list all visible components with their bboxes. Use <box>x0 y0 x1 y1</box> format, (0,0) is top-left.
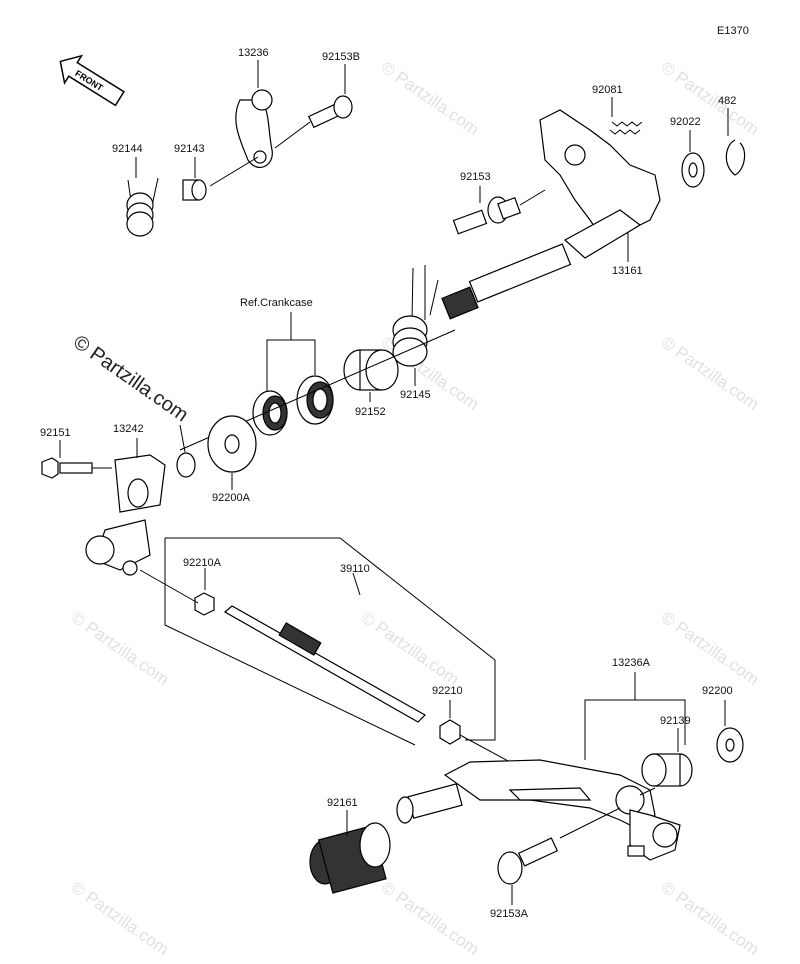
spring-92145 <box>392 265 439 367</box>
label-92153: 92153 <box>460 171 491 183</box>
tie-rod <box>223 605 426 723</box>
label-92151: 92151 <box>40 427 71 439</box>
label-92200A: 92200A <box>212 492 251 504</box>
shaft-13161 <box>441 109 661 320</box>
watermark: © Partzilla.com <box>658 333 763 414</box>
pedal-rubber-92161 <box>309 822 391 894</box>
diagram-code: E1370 <box>717 25 749 37</box>
pedal-13236A <box>443 759 681 861</box>
label-92161: 92161 <box>327 797 358 809</box>
label-92200: 92200 <box>702 685 733 697</box>
collar-92139 <box>641 753 693 787</box>
label-13236: 13236 <box>238 47 269 59</box>
spring-92081 <box>609 121 643 135</box>
bolt-92153A <box>497 837 559 885</box>
label-92022: 92022 <box>670 116 701 128</box>
bracket-13236A <box>584 699 686 760</box>
bolt-92153B <box>307 95 353 129</box>
label-92081: 92081 <box>592 84 623 96</box>
pedal-shaft <box>396 783 463 824</box>
label-39110: 39110 <box>340 563 370 575</box>
label-482: 482 <box>718 95 736 107</box>
spring-92144 <box>126 177 159 237</box>
label-92210: 92210 <box>432 685 463 697</box>
label-13161: 13161 <box>612 265 643 277</box>
watermark: © Partzilla.com <box>658 608 763 689</box>
collar-92143 <box>182 179 207 201</box>
bolt-92153 <box>452 196 522 235</box>
reference-label: Ref.Crankcase <box>240 297 313 309</box>
oil-seal <box>252 390 288 436</box>
watermark: © Partzilla.com <box>378 878 483 959</box>
watermark: © Partzilla.com <box>68 878 173 959</box>
label-92153B: 92153B <box>322 51 360 63</box>
label-13236A: 13236A <box>612 657 651 669</box>
front-arrow-icon: FRONT <box>59 54 125 107</box>
needle-bearing <box>296 375 334 425</box>
label-92139: 92139 <box>660 715 691 727</box>
nut-92210 <box>439 719 461 745</box>
label-92145: 92145 <box>400 389 431 401</box>
watermark: © Partzilla.com <box>358 608 463 689</box>
label-92143: 92143 <box>174 143 205 155</box>
collar-92152 <box>343 349 399 391</box>
circlip <box>176 452 196 478</box>
label-13242: 13242 <box>113 423 144 435</box>
lever-13242 <box>85 454 166 576</box>
bolt-92151 <box>41 457 93 479</box>
watermark: © Partzilla.com <box>658 878 763 959</box>
watermark: © Partzilla.com <box>378 58 483 139</box>
label-92152: 92152 <box>355 406 386 418</box>
tie-rod-box <box>164 537 496 746</box>
watermark: © Partzilla.com <box>68 608 173 689</box>
nut-92210A <box>194 592 215 616</box>
lever-13236 <box>235 89 273 168</box>
label-92144: 92144 <box>112 143 143 155</box>
watermark-prominent: © Partzilla.com <box>69 331 192 426</box>
label-92210A: 92210A <box>183 557 222 569</box>
label-92153A: 92153A <box>490 908 529 920</box>
eclip-482 <box>725 139 746 176</box>
